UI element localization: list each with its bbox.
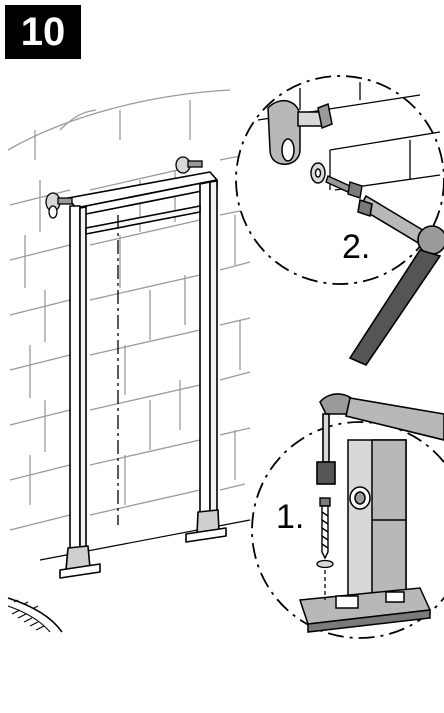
detail-top-label: 2.: [342, 228, 370, 266]
bolt-icon: [319, 497, 331, 560]
bolt-icon: [325, 175, 363, 199]
wall-bracket-icon: [45, 156, 203, 219]
washer-icon: [310, 162, 326, 184]
hatched-corner-mark: [7, 597, 63, 633]
wrench-icon: [316, 393, 444, 485]
installation-frame: [59, 171, 227, 579]
step-number-badge: 10: [5, 5, 81, 59]
wall-bracket-icon: [267, 99, 333, 165]
washer-icon: [316, 559, 334, 600]
detail-bottom-label: 1.: [276, 498, 304, 536]
wrench-icon: [348, 194, 444, 366]
detail-top-wall: [257, 82, 441, 191]
brick-wall: [7, 89, 251, 531]
floor-foot-icon: [298, 587, 432, 633]
detail-bottom-frame: [347, 439, 407, 611]
